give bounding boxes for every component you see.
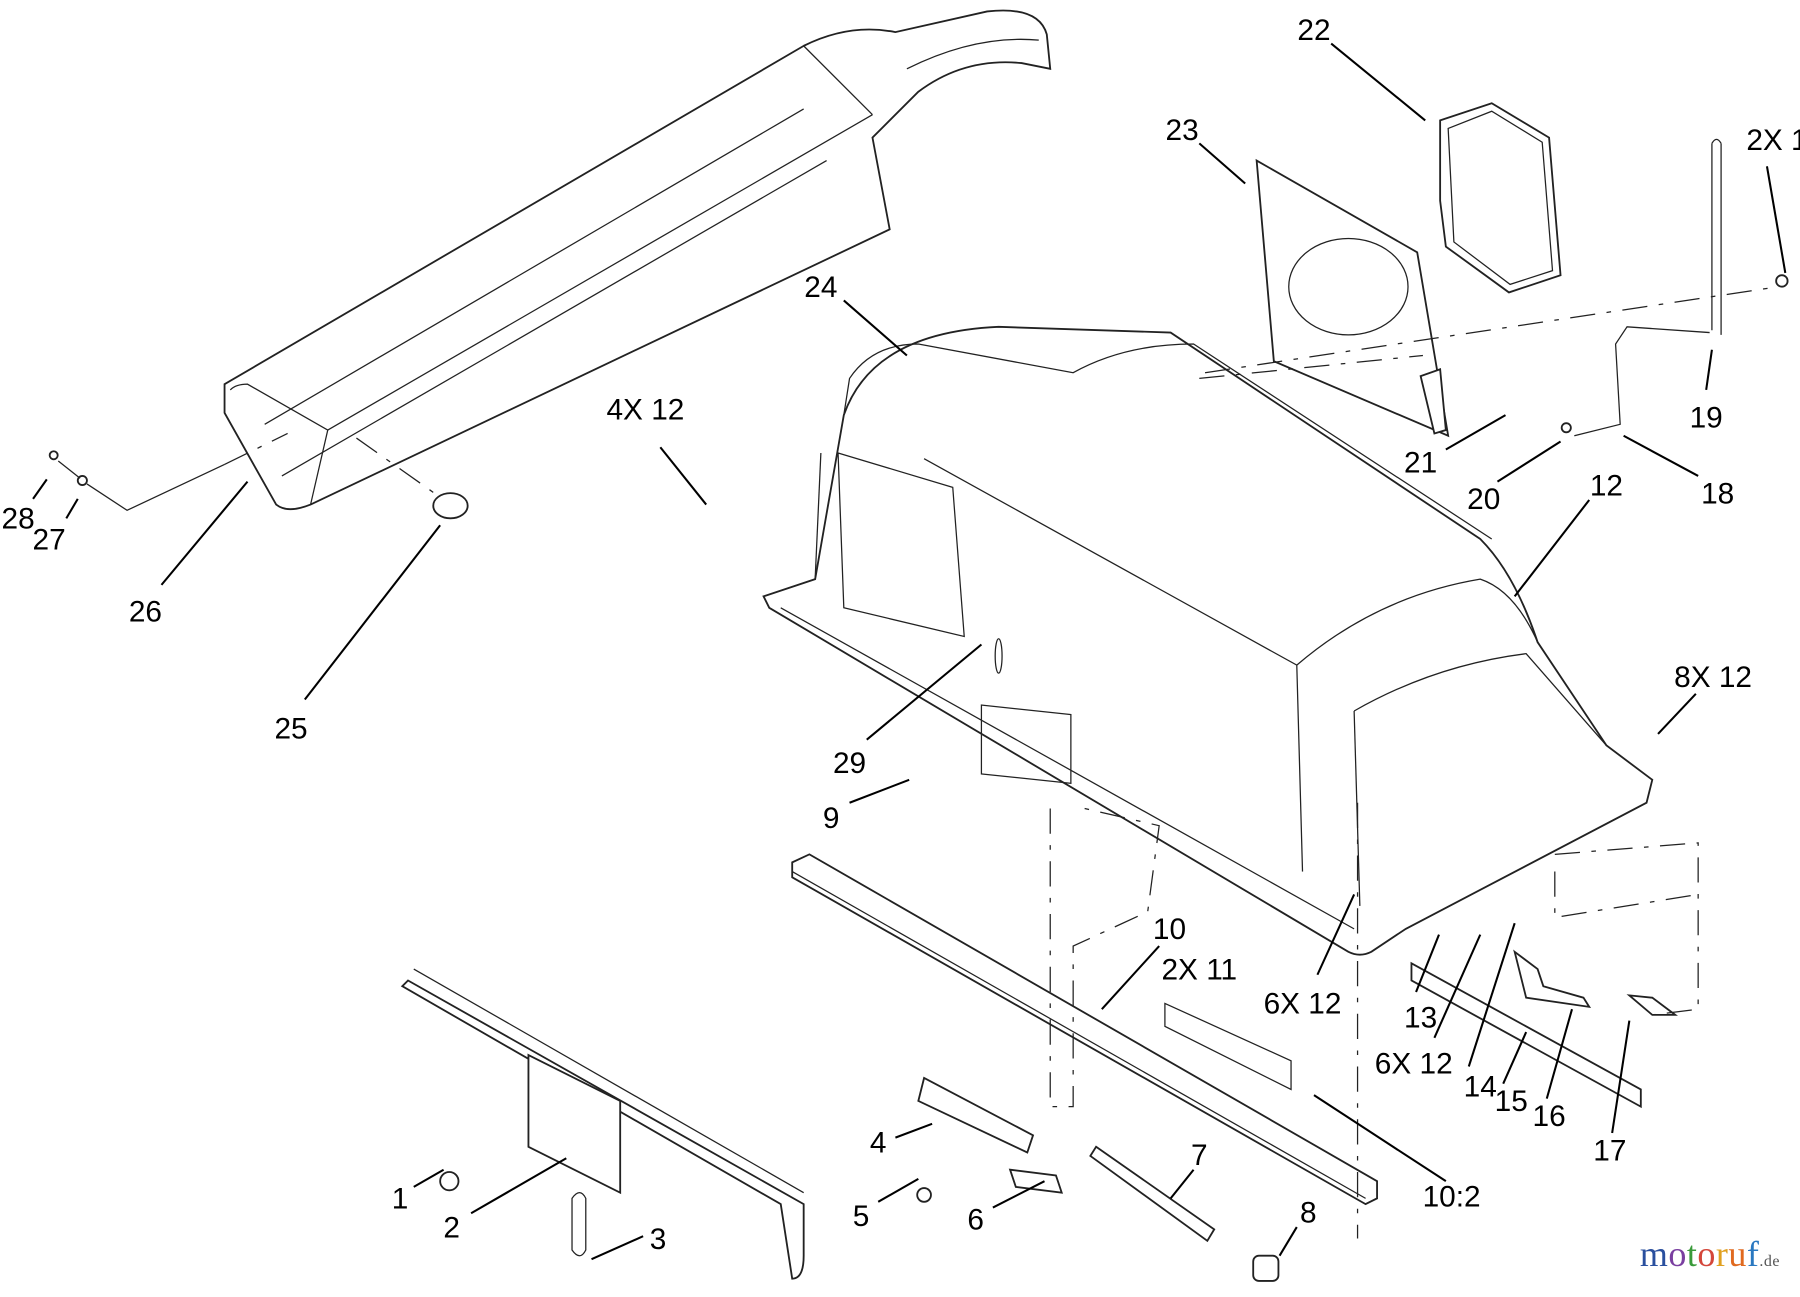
discharge-chute	[223, 9, 1052, 511]
watermark-logo: motoruf.de	[1640, 1233, 1780, 1275]
callout-22: 22	[1297, 14, 1330, 47]
watermark-letter: f	[1746, 1234, 1760, 1274]
callout-29: 29	[833, 747, 866, 780]
blower-hood	[762, 325, 1654, 956]
plug	[432, 492, 469, 520]
callout-7: 7	[1191, 1139, 1208, 1172]
callout-2: 2	[443, 1211, 460, 1244]
callout-20: 20	[1467, 483, 1500, 516]
callout-25: 25	[274, 713, 307, 746]
callout-8: 8	[1300, 1196, 1317, 1229]
callout-2x11-mid: 2X 11	[1161, 953, 1237, 986]
callout-8x12: 8X 12	[1674, 661, 1752, 694]
callout-6x12-a: 6X 12	[1264, 988, 1342, 1021]
hinge-rail	[791, 853, 1378, 1206]
callout-27: 27	[33, 523, 66, 556]
callout-5: 5	[853, 1200, 870, 1233]
callout-4x12: 4X 12	[606, 394, 684, 427]
callout-28: 28	[2, 503, 35, 536]
callout-15: 15	[1495, 1085, 1528, 1118]
callout-16: 16	[1532, 1100, 1565, 1133]
callout-1: 1	[392, 1183, 409, 1216]
callout-12: 12	[1590, 469, 1623, 502]
leader-lines	[32, 42, 1787, 1261]
gasket	[1439, 102, 1562, 294]
callout-24: 24	[804, 271, 837, 304]
callout-4: 4	[870, 1127, 887, 1160]
watermark-letter: r	[1715, 1234, 1729, 1274]
callout-9: 9	[823, 802, 840, 835]
callout-17: 17	[1593, 1135, 1626, 1168]
callout-18: 18	[1701, 477, 1734, 510]
watermark-letter: m	[1639, 1234, 1669, 1274]
callout-13: 13	[1404, 1002, 1437, 1035]
mount-bracket	[917, 1076, 1035, 1154]
watermark-suffix: .de	[1759, 1253, 1780, 1270]
callout-10: 10	[1153, 913, 1186, 946]
watermark-letter: o	[1697, 1234, 1716, 1274]
callout-14: 14	[1464, 1070, 1497, 1103]
watermark-letter: t	[1686, 1234, 1698, 1274]
callout-2x11-top: 2X 11	[1746, 124, 1800, 157]
callout-3: 3	[650, 1223, 667, 1256]
callout-labels: 22 23 2X 11 24 4X 12 19 21 20 18 12 28 2…	[2, 14, 1800, 1256]
adapter-plate	[1255, 158, 1450, 438]
watermark-letter: o	[1668, 1234, 1687, 1274]
callout-19: 19	[1690, 402, 1723, 435]
watermark-text: motoruf	[1640, 1234, 1760, 1274]
control-rod	[1574, 138, 1722, 437]
callout-6x12-b: 6X 12	[1375, 1047, 1453, 1080]
watermark-letter: u	[1728, 1234, 1747, 1274]
callout-21: 21	[1404, 446, 1437, 479]
callout-26: 26	[129, 596, 162, 629]
callout-10-2: 10:2	[1423, 1180, 1481, 1213]
callout-6: 6	[967, 1203, 984, 1236]
callout-23: 23	[1166, 114, 1199, 147]
rear-bracket	[400, 968, 805, 1280]
